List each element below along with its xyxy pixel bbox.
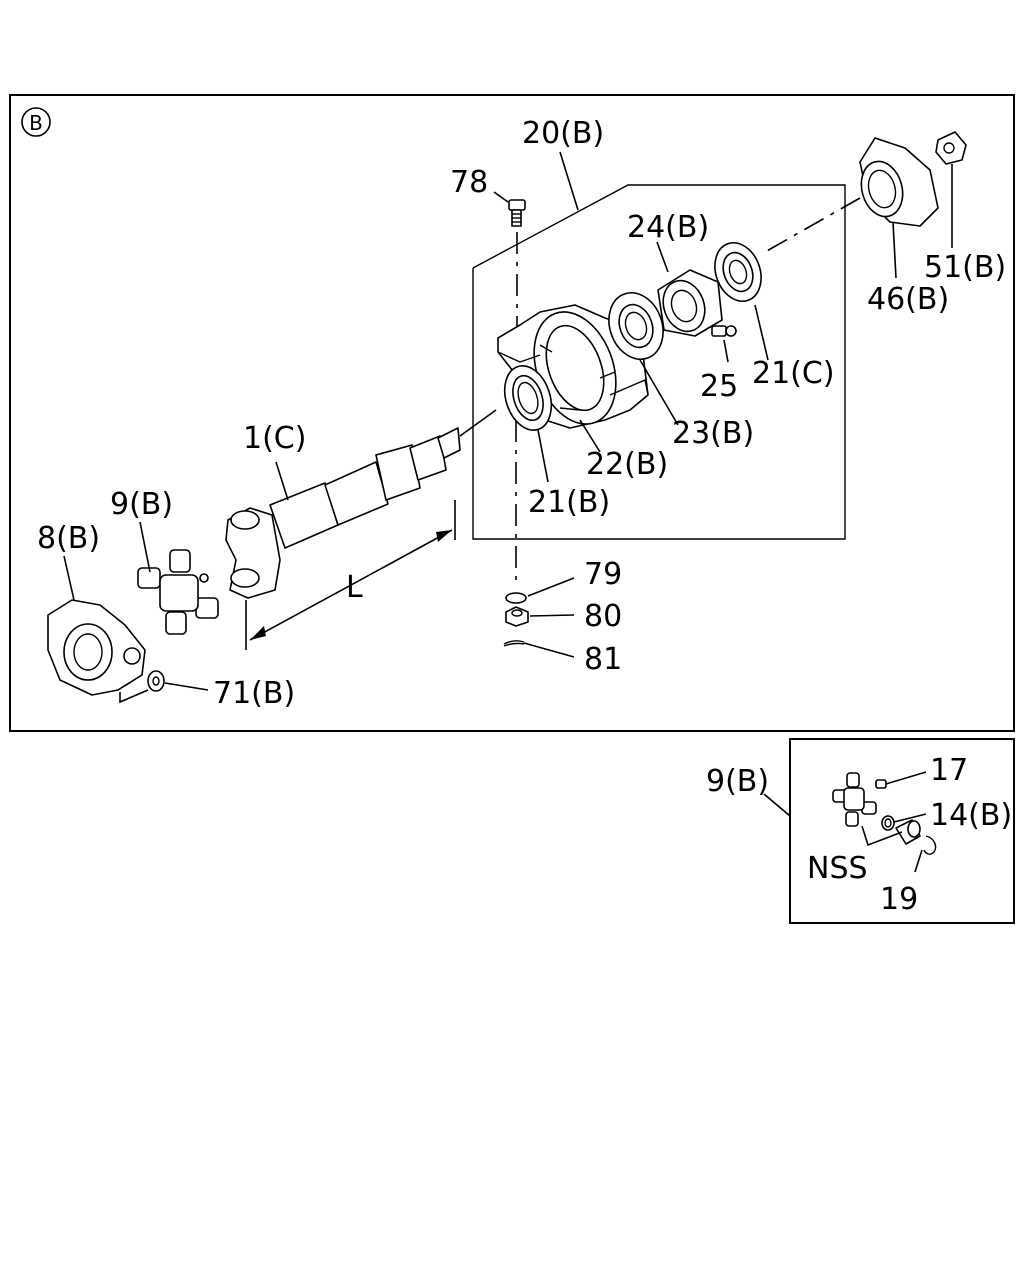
dimension-L [245,500,456,650]
callout-46: 46(B) [867,282,949,317]
inset-seal-14 [881,815,895,831]
inset-grease-fitting-17 [875,779,887,789]
callout-L: L [346,570,363,605]
view-marker-text: B [29,111,43,135]
callout-23: 23(B) [672,416,754,451]
inset-snap-ring-19 [923,835,937,855]
universal-joint-9 [137,549,219,635]
bolt-78 [508,199,526,227]
callout-20: 20(B) [522,116,604,151]
inset-callout-nss: NSS [807,851,868,886]
washer-71 [147,670,165,692]
washer-79 [505,592,527,604]
inset-frame [789,738,1015,924]
callout-79: 79 [584,557,622,592]
inset-callout-14: 14(B) [930,798,1012,833]
cotter-pin-81 [503,639,525,647]
main-view-frame [9,94,1015,732]
callout-80: 80 [584,599,622,634]
seal-21c [714,242,762,302]
bearing-23 [608,292,664,360]
grease-fitting-25 [711,325,737,337]
callout-71: 71(B) [213,676,295,711]
callout-78: 78 [450,165,488,200]
callout-21c: 21(C) [752,356,835,391]
callout-9b: 9(B) [110,487,173,522]
callout-1c: 1(C) [243,421,306,456]
flange-46 [859,137,939,227]
assembly-box [472,184,846,540]
nut-51 [935,131,967,165]
cover-24 [657,269,723,337]
inset-bearing-cup [895,819,921,845]
callout-21b: 21(B) [528,485,610,520]
inset-universal-joint [832,772,877,827]
callout-22: 22(B) [586,447,668,482]
callout-25: 25 [700,369,738,404]
inset-callout-9b: 9(B) [706,764,769,799]
axis-shaft [459,409,497,437]
inset-callout-17: 17 [930,753,968,788]
callout-51: 51(B) [924,250,1006,285]
axis-flange [764,197,861,253]
callout-8b: 8(B) [37,521,100,556]
nut-80 [505,606,529,627]
inset-callout-19: 19 [880,882,918,917]
view-marker: B [21,107,51,137]
bracket-71 [119,689,149,704]
callout-81: 81 [584,642,622,677]
flange-yoke-8 [47,599,146,696]
callout-24: 24(B) [627,210,709,245]
seal-21b [503,365,553,431]
inset-nss-bracket [861,825,903,847]
